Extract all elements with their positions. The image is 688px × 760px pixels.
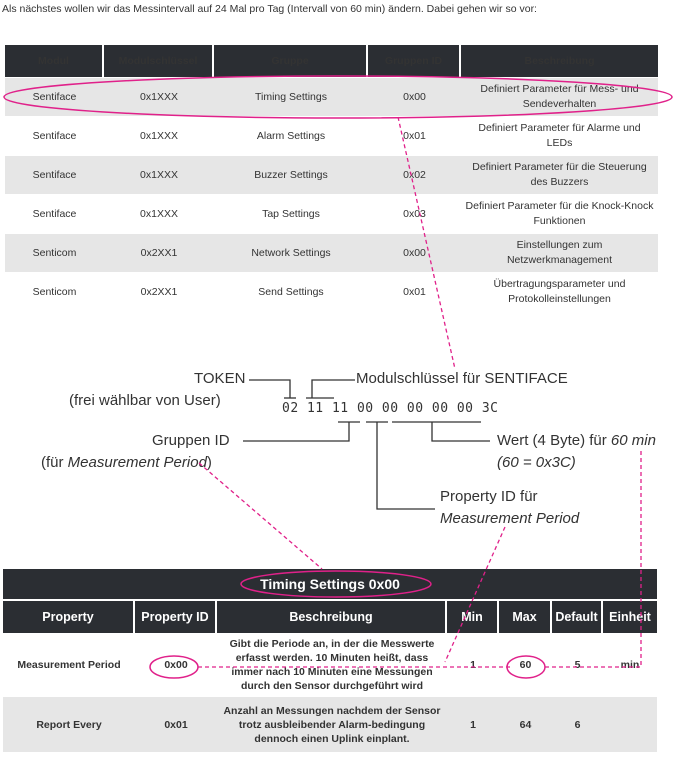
- modulschluessel-cell: 0x1XXX: [140, 90, 178, 103]
- gruppen-line: [243, 422, 350, 442]
- beschreibung-cell: Übertragungsparameter und Protokolleinst…: [493, 278, 626, 305]
- property-default: 6: [574, 718, 581, 731]
- wert-note-text: (60 = 0x3C): [497, 454, 576, 471]
- table-row: Sentiface 0x1XXX Timing Settings 0x00 Defini…: [5, 78, 658, 117]
- gruppe-cell: Send Settings: [258, 285, 324, 298]
- property-max: 64: [519, 718, 532, 731]
- table-row: Sentiface 0x1XXX Tap Settings 0x03 Definiert…: [5, 195, 658, 234]
- modul-cell: Senticom: [32, 246, 77, 259]
- gruppen-id-cell: 0x02: [403, 168, 426, 181]
- header-max: Max: [499, 601, 552, 633]
- property-id: 0x01: [164, 718, 188, 731]
- table-row: Measurement Period 0x00 Gibt die Periode…: [3, 633, 657, 697]
- property-line: [376, 422, 435, 510]
- property-unit: min: [620, 659, 640, 671]
- gruppen-note-prefix: (für: [41, 454, 68, 471]
- gruppe-cell: Network Settings: [251, 246, 331, 259]
- header-beschreibung: Beschreibung: [524, 54, 595, 67]
- hex-payload: 02 11 11 00 00 00 00 00 3C: [282, 401, 499, 416]
- table-row: Senticom 0x2XX1 Send Settings 0x01 Übertragu…: [5, 273, 658, 312]
- header-property: Property: [3, 601, 135, 633]
- gruppen-id-cell: 0x03: [403, 207, 426, 220]
- table-row: Senticom 0x2XX1 Network Settings 0x00 Einste…: [5, 234, 658, 273]
- beschreibung-cell: Definiert Parameter für die Steuerung de…: [472, 161, 647, 188]
- gruppen-id-label: Gruppen ID: [152, 432, 230, 449]
- property-description: Anzahl an Messungen nachdem der Sensor t…: [223, 704, 441, 745]
- property-description: Gibt die Periode an, in der die Messwert…: [229, 638, 435, 692]
- wert-italic: 60 min: [610, 432, 656, 449]
- token-line: [249, 379, 291, 398]
- wert-note: (60 = 0x3C): [497, 453, 576, 473]
- modul-cell: Sentiface: [32, 168, 77, 181]
- gruppe-cell: Alarm Settings: [256, 129, 326, 142]
- modulschluessel-cell: 0x1XXX: [140, 207, 178, 220]
- timing-settings-title: Timing Settings 0x00: [3, 569, 657, 599]
- wert-line: [431, 422, 490, 442]
- intro-text: Als nächstes wollen wir das Messinterval…: [2, 3, 537, 15]
- header-min: Min: [447, 601, 499, 633]
- modulschluessel-cell: 0x2XX1: [140, 246, 178, 259]
- beschreibung-cell: Definiert Parameter für die Knock-Knock …: [465, 200, 654, 227]
- property-id: 0x00: [164, 659, 188, 671]
- property-id-italic: Measurement Period: [440, 510, 580, 527]
- modul-cell: Sentiface: [32, 129, 77, 142]
- beschreibung-cell: Definiert Parameter für Mess- und Sendev…: [480, 83, 639, 110]
- gruppe-cell: Tap Settings: [262, 207, 320, 220]
- property-name: Measurement Period: [17, 659, 121, 671]
- property-id-label: Property ID für: [440, 488, 538, 505]
- header-gruppe: Gruppe: [214, 45, 368, 77]
- token-note: (frei wählbar von User): [69, 392, 221, 409]
- modulschluessel-cell: 0x1XXX: [140, 168, 178, 181]
- property-min: 1: [470, 718, 476, 731]
- beschreibung-cell: Definiert Parameter für Alarme und LEDs: [478, 122, 641, 149]
- property-default: 5: [574, 659, 581, 671]
- timing-table-header: Property Property ID Beschreibung Min Ma…: [3, 599, 657, 633]
- modul-cell: Sentiface: [32, 207, 77, 220]
- header-einheit: Einheit: [609, 610, 651, 624]
- module-table: Modul Modulschlüssel Gruppe Gruppen ID B…: [5, 45, 658, 312]
- property-id-note: Measurement Period: [440, 509, 579, 529]
- connector-gruppen-id: [198, 462, 323, 570]
- table-row: Report Every 0x01 Anzahl an Messungen na…: [3, 697, 657, 752]
- modulschluessel-cell: 0x1XXX: [140, 129, 178, 142]
- table-row: Sentiface 0x1XXX Buzzer Settings 0x02 Defini…: [5, 156, 658, 195]
- gruppe-cell: Timing Settings: [255, 90, 327, 103]
- header-modul: Modul: [5, 45, 104, 77]
- modul-cell: Senticom: [32, 285, 77, 298]
- modulschluessel-cell: 0x2XX1: [140, 285, 178, 298]
- token-label: TOKEN: [194, 370, 246, 387]
- gruppen-note-italic: Measurement Period: [67, 454, 207, 471]
- modulschluessel-label: Modulschlüssel für SENTIFACE: [356, 370, 568, 387]
- beschreibung-cell: Einstellungen zum Netzwerkmanagement: [506, 239, 613, 266]
- table-row: Sentiface 0x1XXX Alarm Settings 0x01 Definie…: [5, 117, 658, 156]
- header-gruppen-id: Gruppen ID: [368, 45, 461, 77]
- gruppen-id-cell: 0x00: [403, 90, 426, 103]
- property-max: 60: [519, 659, 532, 671]
- gruppen-id-cell: 0x00: [403, 246, 426, 259]
- module-table-header: Modul Modulschlüssel Gruppe Gruppen ID B…: [5, 45, 658, 78]
- header-default: Default: [552, 601, 603, 633]
- wert-label: Wert (4 Byte) für 60 min: [497, 431, 656, 451]
- modul-cell: Sentiface: [32, 90, 77, 103]
- gruppen-id-cell: 0x01: [403, 129, 426, 142]
- header-modulschluessel: Modulschlüssel: [104, 45, 214, 77]
- modul-line: [311, 379, 355, 398]
- wert-prefix: Wert (4 Byte) für: [497, 432, 611, 449]
- header-property-id: Property ID: [135, 601, 217, 633]
- gruppen-id-cell: 0x01: [403, 285, 426, 298]
- timing-settings-table: Timing Settings 0x00 Property Property I…: [3, 569, 657, 752]
- gruppen-id-note: (für Measurement Period): [41, 453, 212, 473]
- property-name: Report Every: [36, 718, 102, 731]
- gruppe-cell: Buzzer Settings: [254, 168, 328, 181]
- property-min: 1: [470, 659, 476, 671]
- header-beschreibung-2: Beschreibung: [217, 601, 447, 633]
- gruppen-note-suffix: ): [206, 454, 212, 471]
